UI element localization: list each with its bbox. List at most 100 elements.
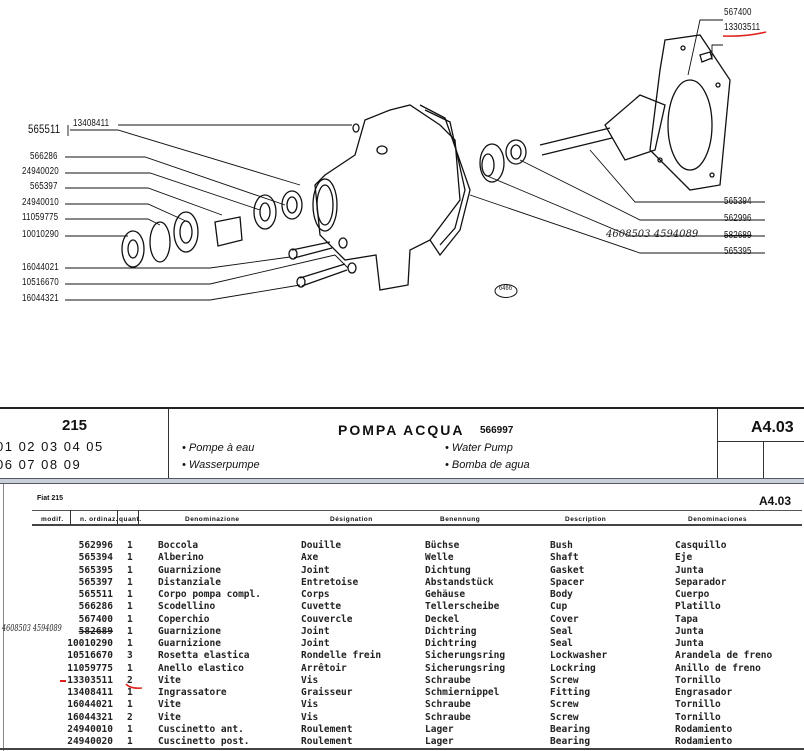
name-italian: Cuscinetto post.: [158, 736, 250, 747]
name-french: Roulement: [301, 723, 353, 735]
quantity: 1: [127, 736, 133, 747]
variants-row-2: 06 07 08 09: [0, 457, 82, 472]
name-german: Dichtung: [425, 564, 471, 576]
drawing-number: 6466: [499, 285, 513, 292]
name-spanish: Casquillo: [675, 540, 727, 551]
name-english: Shaft: [550, 552, 579, 564]
part-number: 16044321: [67, 711, 113, 723]
quantity: 3: [127, 650, 133, 662]
name-italian: Cuscinetto ant.: [158, 723, 244, 735]
name-german: Deckel: [425, 613, 460, 625]
title-french: • Pompe à eau: [182, 442, 255, 454]
name-spanish: Separador: [675, 576, 727, 588]
name-german: Gehäuse: [425, 589, 466, 600]
part-number: 565394: [78, 552, 113, 564]
name-italian: Vite: [158, 711, 181, 723]
name-spanish: Anillo de freno: [675, 662, 761, 674]
quantity: 1: [127, 540, 133, 551]
part-number: 565395: [78, 564, 113, 576]
label-11059775: 11059775: [22, 212, 59, 223]
name-english: Fitting: [550, 687, 591, 698]
name-german: Schraube: [425, 674, 471, 686]
part-number: 566286: [78, 601, 113, 613]
name-english: Gasket: [550, 564, 585, 576]
name-german: Schraube: [425, 699, 471, 711]
page-code: A4.03: [751, 419, 794, 436]
name-spanish: Arandela de freno: [675, 650, 773, 662]
name-french: Vis: [301, 699, 319, 711]
name-italian: Guarnizione: [158, 638, 221, 649]
col-header-order-number: n. ordinaz.: [80, 516, 118, 523]
col-header-quantity: quant.: [119, 516, 142, 523]
name-english: Seal: [550, 625, 573, 637]
part-number: 567400: [78, 613, 113, 625]
name-french: Graisseur: [301, 687, 353, 698]
label-565394: 565394: [724, 196, 752, 207]
label-10010290: 10010290: [22, 229, 59, 240]
quantity: 2: [127, 674, 133, 686]
name-english: Cover: [550, 613, 579, 625]
quantity: 1: [127, 687, 133, 698]
name-english: Cup: [550, 601, 568, 613]
label-565395: 565395: [724, 246, 752, 257]
name-german: Schraube: [425, 711, 471, 723]
name-french: Entretoise: [301, 576, 359, 588]
quantity: 1: [127, 552, 133, 564]
name-italian: Alberino: [158, 552, 204, 564]
col-header-english: Description: [565, 516, 607, 523]
exploded-diagram: [65, 19, 767, 301]
col-header-german: Benennung: [440, 516, 481, 523]
name-spanish: Eje: [675, 552, 693, 564]
label-10516670: 10516670: [22, 277, 59, 288]
quantity: 1: [127, 589, 133, 600]
name-german: Dichtring: [425, 638, 477, 649]
label-582689: 582689: [724, 230, 752, 241]
handwritten-note: 4608503 4594089: [2, 624, 62, 634]
name-english: Spacer: [550, 576, 585, 588]
label-567400: 567400: [724, 7, 752, 18]
name-french: Corps: [301, 589, 330, 600]
part-number: 24940010: [67, 723, 113, 735]
catalog-header: 215 01 02 03 04 05 06 07 08 09 POMPA ACQ…: [0, 407, 804, 479]
name-italian: Guarnizione: [158, 564, 221, 576]
title-spanish: • Bomba de agua: [445, 459, 530, 471]
name-french: Couvercle: [301, 613, 353, 625]
label-562996: 562996: [724, 213, 752, 224]
name-german: Lager: [425, 736, 454, 747]
name-french: Vis: [301, 711, 319, 723]
name-spanish: Tapa: [675, 613, 698, 625]
label-566286: 566286: [30, 151, 58, 162]
label-565397: 565397: [30, 181, 58, 192]
title-german: • Wasserpumpe: [182, 459, 260, 471]
label-565511: 565511: [28, 122, 61, 136]
name-french: Douille: [301, 540, 342, 551]
col-header-modif: modif.: [41, 516, 64, 523]
leader-lines: [65, 19, 765, 301]
name-spanish: Tornillo: [675, 711, 721, 723]
name-spanish: Cuerpo: [675, 589, 710, 600]
name-german: Welle: [425, 552, 454, 564]
quantity: 1: [127, 576, 133, 588]
name-spanish: Platillo: [675, 601, 721, 613]
label-13303511: 13303511: [724, 22, 761, 33]
name-italian: Anello elastico: [158, 662, 244, 674]
name-english: Screw: [550, 711, 579, 723]
name-french: Roulement: [301, 736, 353, 747]
name-german: Dichtring: [425, 625, 477, 637]
name-english: Seal: [550, 638, 573, 649]
label-13408411: 13408411: [73, 118, 110, 129]
pump-body: [312, 104, 471, 291]
name-spanish: Rodamiento: [675, 723, 733, 735]
name-french: Joint: [301, 564, 330, 576]
quantity: 1: [127, 662, 133, 674]
part-number: 565511: [78, 589, 113, 600]
name-italian: Guarnizione: [158, 625, 221, 637]
